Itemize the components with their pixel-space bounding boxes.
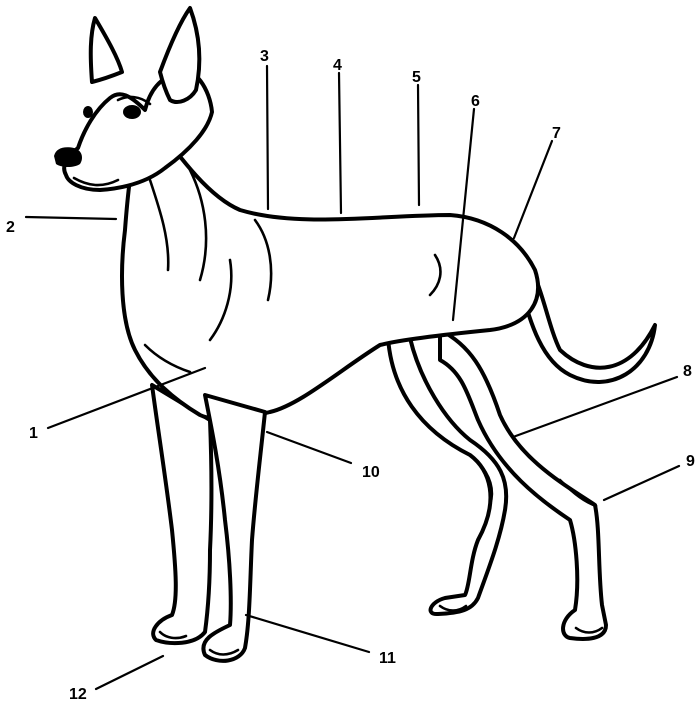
leader-line-8 (513, 377, 677, 437)
label-8: 8 (683, 363, 692, 380)
dog-illustration (54, 8, 655, 661)
leader-line-2 (26, 217, 116, 219)
leader-line-5 (418, 85, 419, 205)
leader-line-12 (96, 656, 163, 689)
dog-left-ear (91, 18, 122, 82)
leader-line-10 (267, 432, 351, 463)
leader-line-3 (267, 66, 268, 209)
leader-line-9 (604, 466, 679, 500)
dog-right-ear (160, 8, 199, 102)
label-4: 4 (333, 57, 342, 74)
label-6: 6 (471, 93, 480, 110)
leader-line-11 (246, 615, 369, 652)
label-9: 9 (686, 453, 695, 470)
dog-nose (54, 147, 82, 167)
label-10: 10 (362, 464, 380, 481)
dog-tail (512, 240, 655, 382)
leader-line-4 (339, 73, 341, 213)
label-1: 1 (29, 425, 38, 442)
label-2: 2 (6, 219, 15, 236)
leader-line-7 (514, 141, 552, 238)
label-5: 5 (412, 69, 421, 86)
dog-eye (123, 105, 141, 119)
label-12: 12 (69, 686, 87, 703)
label-7: 7 (552, 125, 561, 142)
label-3: 3 (260, 48, 269, 65)
dog-far-front-leg (152, 385, 212, 643)
label-11: 11 (379, 650, 396, 667)
